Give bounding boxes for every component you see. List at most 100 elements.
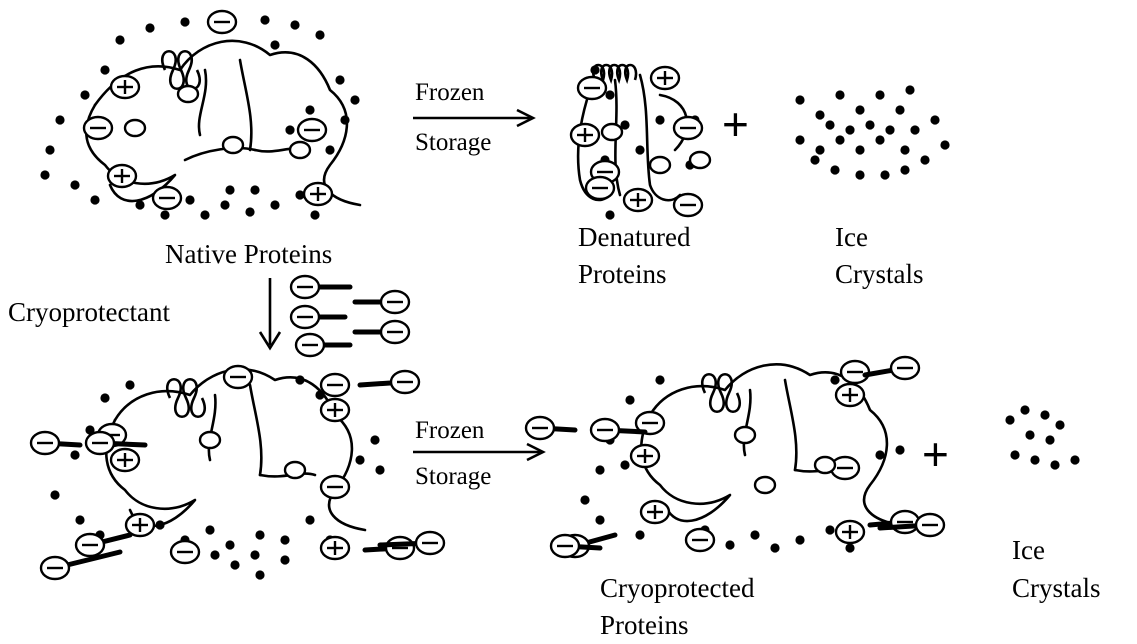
water-dot: [825, 120, 834, 129]
negative-charge-group: [298, 119, 326, 141]
water-dot: [580, 495, 589, 504]
arrow-top-label-line2: Storage: [415, 129, 491, 156]
ice-crystals-top-label-line1: Ice: [835, 222, 868, 252]
cryoprotectant-charge: [296, 334, 324, 356]
water-dot: [340, 115, 349, 124]
water-dot: [940, 140, 949, 149]
water-dot: [305, 515, 314, 524]
water-dot: [295, 375, 304, 384]
water-dot: [835, 135, 844, 144]
water-dot: [370, 435, 379, 444]
water-dot: [375, 465, 384, 474]
negative-charge-group: [841, 361, 869, 383]
water-dot: [655, 375, 664, 384]
water-dot: [70, 180, 79, 189]
cryoprotectant-arrow: [260, 278, 280, 348]
positive-charge-group: [651, 67, 679, 89]
water-dot: [285, 125, 294, 134]
water-dot: [210, 550, 219, 559]
water-dot: [100, 393, 109, 402]
negative-charge-group: [224, 366, 252, 388]
water-dot: [605, 210, 614, 219]
water-dot: [905, 85, 914, 94]
water-dot: [595, 515, 604, 524]
water-dot: [90, 195, 99, 204]
negative-charge-group: [674, 117, 702, 139]
ice-crystals-bottom-label-line1: Ice: [1012, 535, 1045, 565]
arrow-bottom-label-line1: Frozen: [415, 417, 485, 444]
negative-charge-group: [674, 194, 702, 216]
water-dot: [810, 155, 819, 164]
positive-charge-group: [836, 521, 864, 543]
cryoprotectant-charge: [291, 306, 319, 328]
cryoprotectant-charge: [526, 417, 554, 439]
polar-group: [178, 86, 198, 102]
water-dot: [1030, 455, 1039, 464]
cryoprotected-proteins-label-line2: Proteins: [600, 610, 689, 640]
water-dot: [315, 30, 324, 39]
water-dot: [900, 145, 909, 154]
positive-charge-group: [111, 449, 139, 471]
water-dot: [830, 375, 839, 384]
denatured-proteins-label-line1: Denatured: [578, 222, 691, 252]
cryoprotectant-charge: [76, 534, 104, 556]
water-dot: [125, 380, 134, 389]
negative-charge-group: [171, 541, 199, 563]
water-dot: [1055, 420, 1064, 429]
water-dot: [270, 200, 279, 209]
cryoprotectant-charge: [386, 537, 414, 559]
positive-charge-group: [836, 384, 864, 406]
water-dot: [835, 90, 844, 99]
ice-crystals-bottom-label-line2: Crystals: [1012, 573, 1101, 603]
water-dot: [1050, 460, 1059, 469]
negative-charge-group: [321, 476, 349, 498]
water-dot: [205, 525, 214, 534]
plus-operator-top: +: [722, 98, 749, 150]
water-dot: [830, 165, 839, 174]
water-dot: [80, 90, 89, 99]
water-dot: [335, 75, 344, 84]
water-dot: [865, 120, 874, 129]
water-dot: [605, 90, 614, 99]
positive-charge-group: [624, 189, 652, 211]
polar-group: [223, 137, 243, 153]
cryoprotectant-charge: [416, 532, 444, 554]
ice-crystals-top-label-line2: Crystals: [835, 259, 924, 289]
water-dot: [70, 450, 79, 459]
water-dot: [855, 170, 864, 179]
water-dot: [655, 115, 664, 124]
water-dot: [135, 200, 144, 209]
water-dot: [920, 155, 929, 164]
water-dot: [1045, 435, 1054, 444]
positive-charge-group: [321, 537, 349, 559]
water-dot: [1025, 430, 1034, 439]
water-dot: [855, 145, 864, 154]
negative-charge-group: [586, 177, 614, 199]
cryoprotectant-label: Cryoprotectant: [8, 297, 170, 327]
polar-group: [290, 142, 310, 158]
water-dot: [200, 210, 209, 219]
water-dot: [815, 145, 824, 154]
positive-charge-group: [641, 501, 669, 523]
cryoprotectant-charge: [381, 291, 409, 313]
water-dot: [895, 105, 904, 114]
water-dot: [220, 200, 229, 209]
cryoprotectant-charge: [591, 419, 619, 441]
cryoprotectant-charge: [391, 371, 419, 393]
water-dot: [625, 395, 634, 404]
cryoprotectant-charge: [31, 432, 59, 454]
water-dot: [880, 170, 889, 179]
negative-charge-group: [84, 117, 112, 139]
water-dot: [225, 540, 234, 549]
native-proteins-label: Native Proteins: [165, 239, 332, 269]
polar-group: [650, 157, 670, 173]
water-dot: [900, 165, 909, 174]
water-dot: [280, 555, 289, 564]
negative-charge-group: [321, 374, 349, 396]
water-dot: [255, 570, 264, 579]
water-dot: [845, 125, 854, 134]
water-dot: [40, 170, 49, 179]
water-dot: [255, 530, 264, 539]
arrow-bottom-label-line2: Storage: [415, 463, 491, 490]
polar-group: [285, 462, 305, 478]
